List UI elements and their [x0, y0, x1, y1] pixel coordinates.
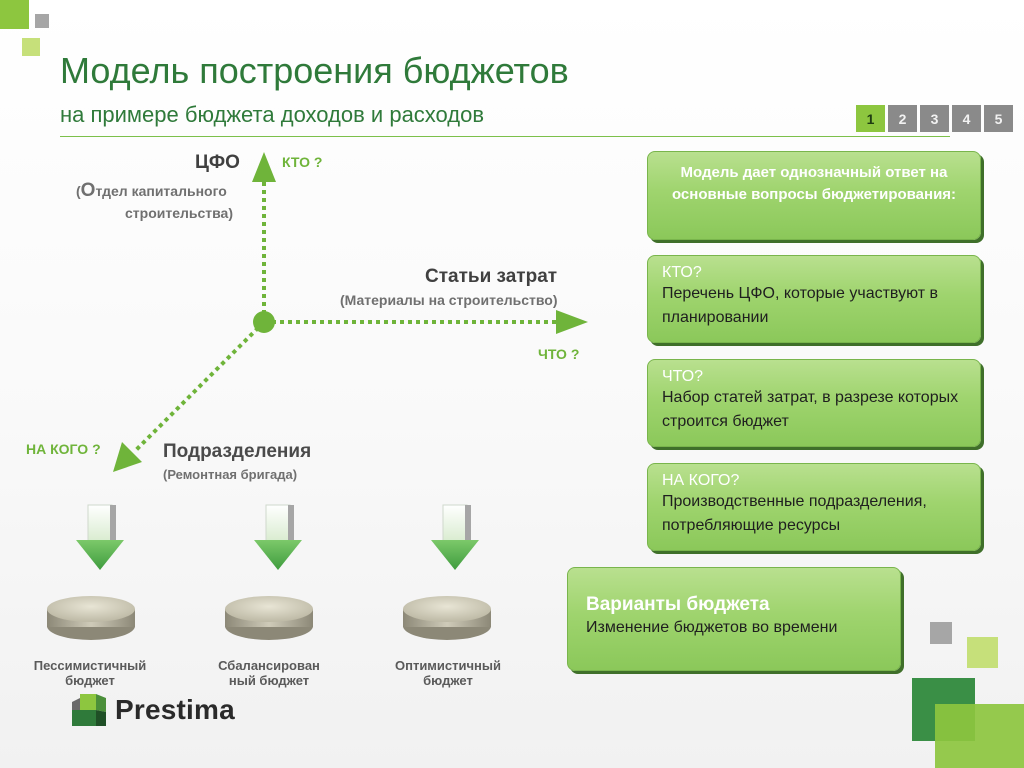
chto-box-text: Набор статей затрат, в разрезе которых с…: [662, 389, 959, 430]
units-label: Подразделения: [163, 441, 312, 462]
page-5-button[interactable]: 5: [984, 105, 1013, 132]
kto-box-heading: КТО?: [662, 264, 702, 281]
budget-disk-optimistic: [403, 596, 491, 640]
budget-disk-balanced: [225, 596, 313, 640]
page-1-button[interactable]: 1: [856, 105, 885, 132]
deco-square: [0, 0, 29, 29]
costs-label: Статьи затрат: [425, 266, 558, 287]
title-divider: [60, 136, 950, 137]
axis-cfo: [252, 152, 276, 322]
axis-units: [113, 320, 266, 472]
axis-costs: [264, 310, 588, 334]
down-arrow: [431, 504, 479, 570]
balanced-budget-label: Сбалансирован ный бюджет: [218, 658, 320, 688]
variants-box-heading: Варианты бюджета: [586, 594, 770, 615]
page-4-button[interactable]: 4: [952, 105, 981, 132]
down-arrow: [76, 504, 124, 570]
pessimistic-budget-label: Пессимистичный бюджет: [33, 658, 147, 688]
prestima-logo-icon: [72, 694, 106, 726]
page-title: Модель построения бюджетов: [60, 50, 569, 91]
intro-text: Модель дает однозначный ответ на основны…: [671, 164, 957, 203]
deco-square: [935, 704, 1024, 768]
cfo-description-line1: (Отдел капитального: [76, 180, 227, 201]
intro-box: Модель дает однозначный ответ на основны…: [647, 151, 981, 240]
nakogo-box-heading: НА КОГО?: [662, 472, 740, 489]
cfo-label: ЦФО: [195, 152, 240, 173]
kto-box-text: Перечень ЦФО, которые участвуют в планир…: [662, 285, 938, 326]
down-arrow: [254, 504, 302, 570]
chto-question: ЧТО ?: [538, 346, 580, 362]
nakogo-box: НА КОГО? Производственные подразделения,…: [647, 463, 981, 551]
page-3-button[interactable]: 3: [920, 105, 949, 132]
costs-sublabel: (Материалы на строительство): [340, 292, 558, 308]
deco-square: [35, 14, 49, 28]
axes-origin-dot: [253, 311, 275, 333]
prestima-logo-text: Prestima: [115, 694, 235, 725]
nakogo-box-text: Производственные подразделения, потребля…: [662, 493, 927, 534]
kto-question: КТО ?: [282, 154, 323, 170]
nakogo-question: НА КОГО ?: [26, 441, 101, 457]
kto-box: КТО? Перечень ЦФО, которые участвуют в п…: [647, 255, 981, 343]
chto-box: ЧТО? Набор статей затрат, в разрезе кото…: [647, 359, 981, 447]
budget-disk-pessimistic: [47, 596, 135, 640]
deco-square: [967, 637, 998, 668]
deco-square: [930, 622, 952, 644]
page-subtitle: на примере бюджета доходов и расходов: [60, 102, 485, 127]
units-sublabel: (Ремонтная бригада): [163, 467, 298, 482]
variants-box-text: Изменение бюджетов во времени: [586, 619, 838, 636]
deco-square: [22, 38, 40, 56]
variants-box: Варианты бюджета Изменение бюджетов во в…: [567, 567, 901, 671]
optimistic-budget-label: Оптимистичный бюджет: [394, 658, 501, 688]
page-2-button[interactable]: 2: [888, 105, 917, 132]
cfo-description-line2: строительства): [125, 205, 234, 221]
chto-box-heading: ЧТО?: [662, 368, 704, 385]
